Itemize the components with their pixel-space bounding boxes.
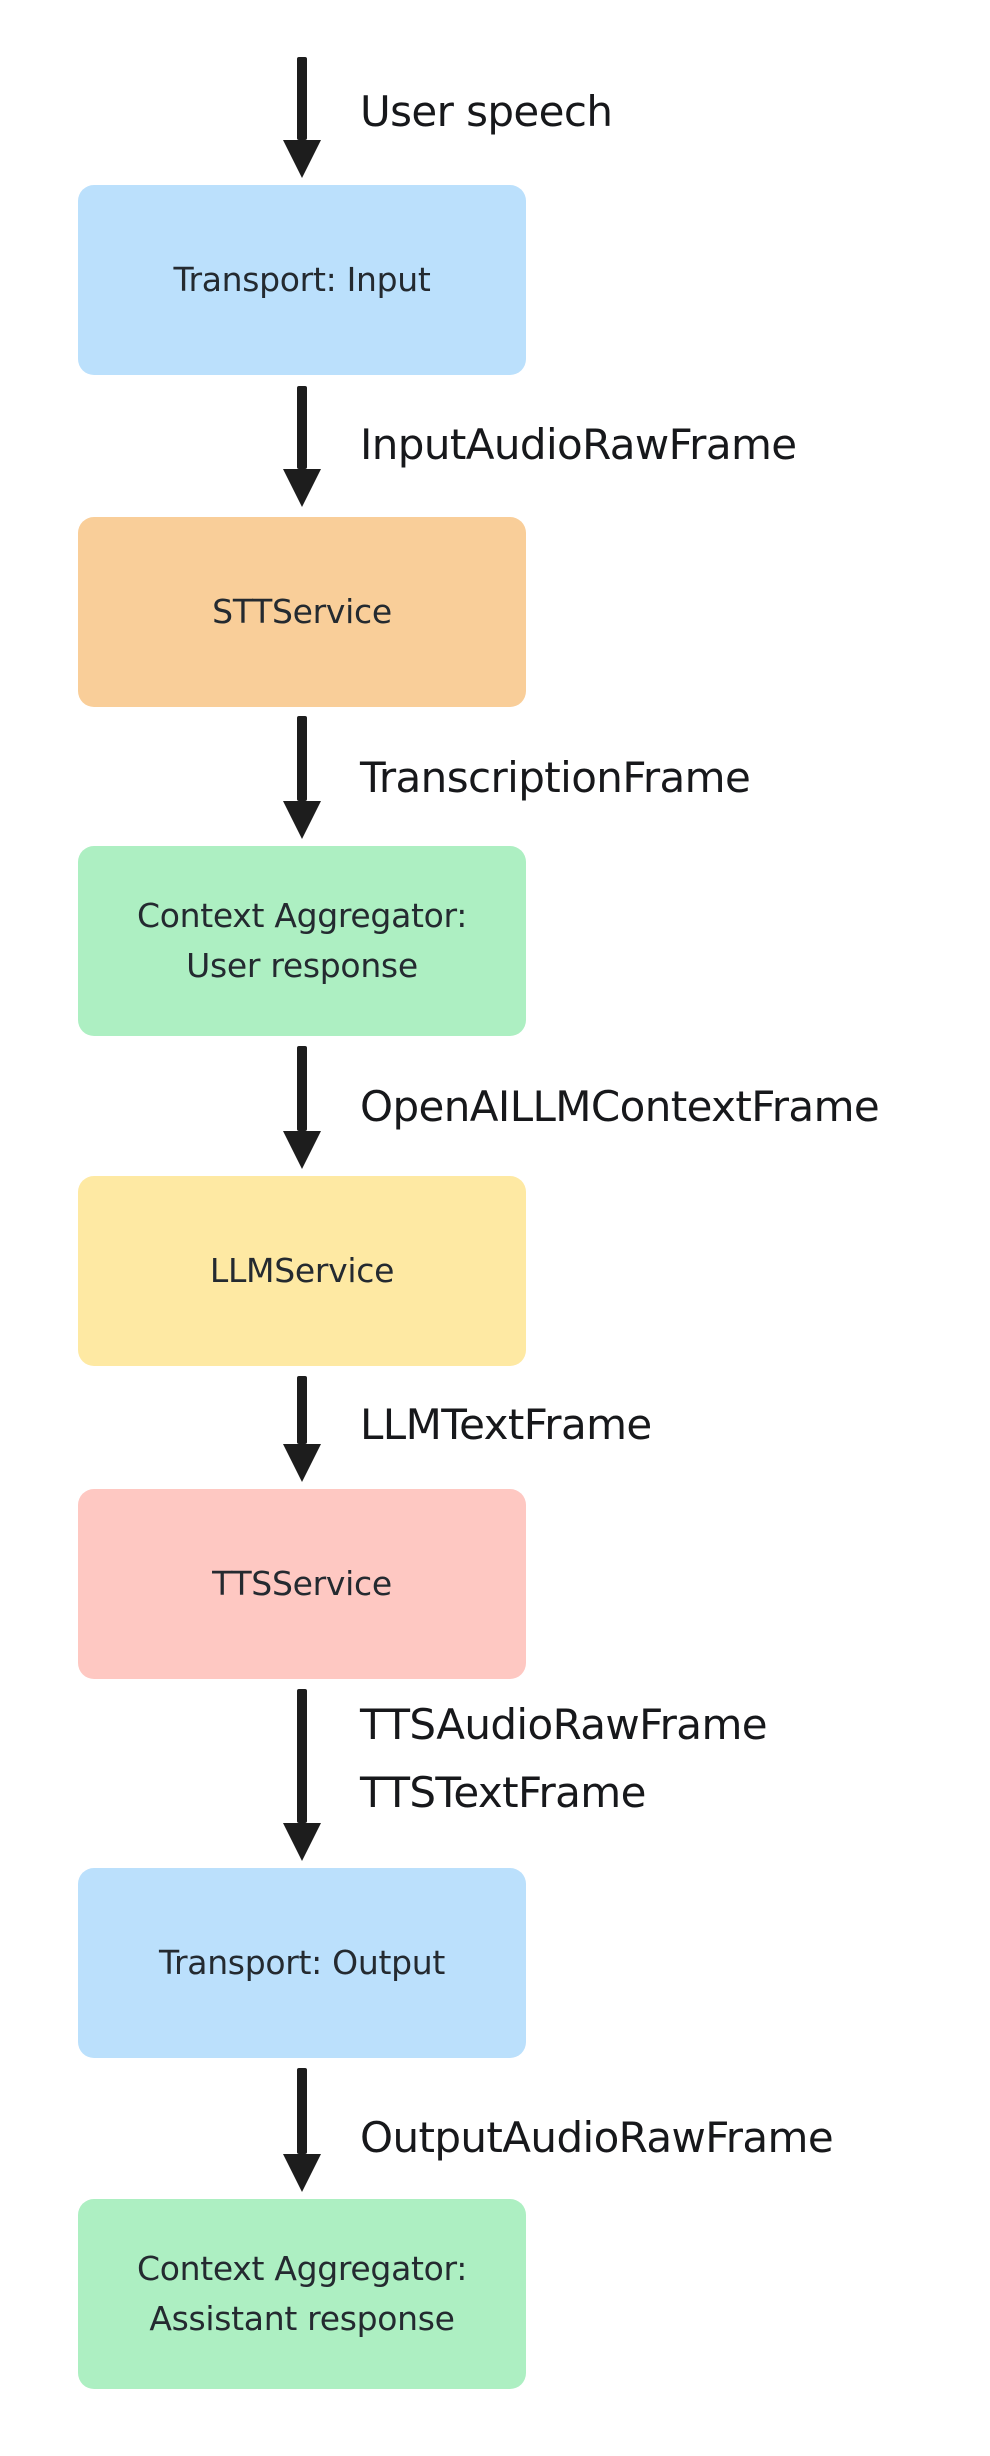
arrow-head-icon	[283, 801, 321, 839]
arrow-openai-llm-context-frame	[283, 1046, 321, 1169]
node-context-aggregator-user: Context Aggregator: User response	[78, 846, 526, 1036]
edge-label-text-line-2: TTSTextFrame	[360, 1768, 646, 1817]
node-stt-service: STTService	[78, 517, 526, 707]
arrow-input-audio-raw-frame	[283, 386, 321, 507]
node-label: STTService	[212, 592, 392, 631]
arrow-output-audio-raw-frame	[283, 2068, 321, 2192]
arrow-user-speech	[283, 57, 321, 178]
edge-label-text: InputAudioRawFrame	[360, 420, 797, 469]
edge-label-text-line-1: TTSAudioRawFrame	[360, 1700, 768, 1749]
arrow-head-icon	[283, 469, 321, 507]
arrow-stem	[297, 1376, 307, 1444]
arrow-stem	[297, 1046, 307, 1131]
edge-label-tts-frames: TTSAudioRawFrame TTSTextFrame	[360, 1700, 768, 1818]
node-label: TTSService	[212, 1564, 392, 1603]
node-label: Transport: Input	[173, 260, 431, 299]
arrow-transcription-frame	[283, 716, 321, 839]
edge-label-llm-text-frame: LLMTextFrame	[360, 1400, 652, 1450]
edge-label-user-speech: User speech	[360, 87, 613, 137]
arrow-stem	[297, 716, 307, 801]
edge-label-text: OutputAudioRawFrame	[360, 2113, 834, 2162]
edge-label-text: TranscriptionFrame	[360, 753, 751, 802]
arrow-stem	[297, 1689, 307, 1823]
node-llm-service: LLMService	[78, 1176, 526, 1366]
edge-label-output-audio-raw-frame: OutputAudioRawFrame	[360, 2113, 834, 2163]
node-transport-input: Transport: Input	[78, 185, 526, 375]
node-transport-output: Transport: Output	[78, 1868, 526, 2058]
edge-label-input-audio-raw-frame: InputAudioRawFrame	[360, 420, 797, 470]
arrow-stem	[297, 2068, 307, 2154]
node-label-line-2: Assistant response	[149, 2299, 455, 2338]
arrow-head-icon	[283, 140, 321, 178]
node-tts-service: TTSService	[78, 1489, 526, 1679]
arrow-llm-text-frame	[283, 1376, 321, 1482]
arrow-stem	[297, 386, 307, 469]
edge-label-text: User speech	[360, 87, 613, 136]
arrow-tts-frames	[283, 1689, 321, 1861]
edge-label-text: LLMTextFrame	[360, 1400, 652, 1449]
node-label-line-1: Context Aggregator:	[136, 2249, 468, 2288]
arrow-head-icon	[283, 1823, 321, 1861]
arrow-head-icon	[283, 1131, 321, 1169]
arrow-head-icon	[283, 1444, 321, 1482]
node-label-line-2: User response	[186, 946, 418, 985]
edge-label-openai-llm-context-frame: OpenAILLMContextFrame	[360, 1082, 880, 1132]
node-label-line-1: Context Aggregator:	[136, 896, 468, 935]
arrow-stem	[297, 57, 307, 140]
node-label: LLMService	[209, 1251, 395, 1290]
arrow-head-icon	[283, 2154, 321, 2192]
edge-label-transcription-frame: TranscriptionFrame	[360, 753, 751, 803]
node-context-aggregator-assistant: Context Aggregator: Assistant response	[78, 2199, 526, 2389]
edge-label-text: OpenAILLMContextFrame	[360, 1082, 880, 1131]
node-label: Transport: Output	[159, 1943, 445, 1982]
